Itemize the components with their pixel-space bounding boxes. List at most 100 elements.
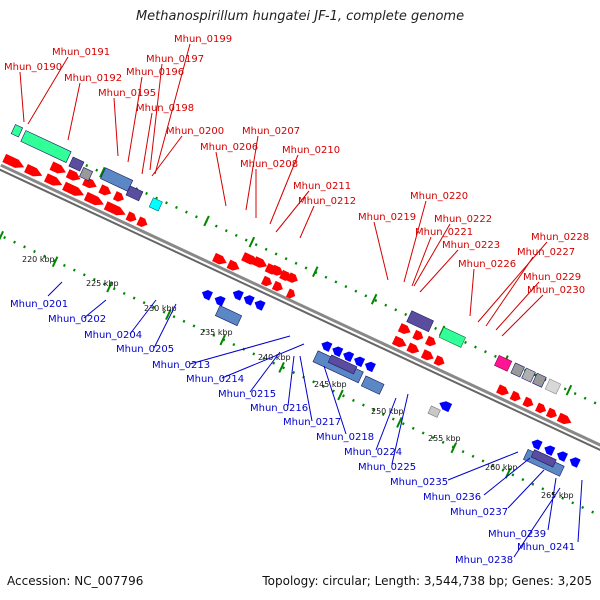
label-leader-top [495, 281, 540, 331]
gene-label-top: Mhun_0210 [282, 145, 340, 156]
kbp-tick-label: 255 kbp [428, 434, 461, 443]
reverse-gene [332, 346, 344, 357]
label-leader-top [413, 223, 451, 287]
gene-label-top: Mhun_0220 [410, 191, 468, 202]
gene-label-bottom: Mhun_0201 [10, 299, 68, 310]
label-leader-bottom [547, 477, 557, 531]
gene-box [438, 326, 466, 348]
gene-box [532, 372, 547, 388]
gene-box [148, 197, 163, 212]
forward-gene [420, 349, 434, 361]
label-leader-top [485, 256, 534, 327]
forward-gene [103, 201, 126, 216]
gene-label-top: Mhun_0191 [52, 47, 110, 58]
gene-label-top: Mhun_0196 [126, 67, 184, 78]
reverse-gene [343, 351, 355, 363]
major-tick [565, 384, 573, 396]
gene-box [68, 156, 85, 172]
gene-label-bottom: Mhun_0214 [186, 374, 244, 385]
forward-gene [433, 355, 445, 366]
label-leader-top [149, 63, 163, 171]
kbp-tick-label: 220 kbp [22, 255, 55, 264]
gene-box [20, 130, 72, 163]
kbp-tick-label: 230 kbp [144, 304, 177, 313]
gene-label-bottom: Mhun_0224 [344, 447, 402, 458]
forward-gene [270, 264, 284, 276]
label-leader-bottom [447, 451, 519, 481]
backbone-line [0, 163, 600, 447]
label-leader-bottom [577, 479, 583, 543]
kbp-tick-label: 235 kbp [200, 328, 233, 337]
gene-label-top: Mhun_0199 [174, 34, 232, 45]
gene-label-bottom: Mhun_0225 [358, 462, 416, 473]
gene-box [530, 449, 557, 468]
forward-gene [112, 191, 124, 202]
gene-label-top: Mhun_0208 [240, 159, 298, 170]
forward-gene [261, 275, 272, 287]
forward-gene [556, 412, 572, 425]
label-leader-top [419, 249, 459, 293]
label-leader-top [477, 241, 548, 323]
gene-label-bottom: Mhun_0238 [455, 555, 513, 566]
gene-label-bottom: Mhun_0215 [218, 389, 276, 400]
label-leader-top [27, 56, 69, 125]
label-leader-top [299, 205, 315, 239]
reverse-gene [214, 295, 226, 307]
major-tick [312, 266, 319, 278]
label-leader-top [154, 43, 191, 175]
label-leader-top [19, 71, 25, 123]
gene-label-bottom: Mhun_0204 [84, 330, 142, 341]
gene-label-top: Mhun_0198 [136, 103, 194, 114]
forward-gene [545, 407, 557, 419]
label-leader-bottom [153, 303, 177, 349]
major-tick [450, 442, 457, 454]
forward-gene [212, 252, 227, 265]
label-leader-bottom [323, 365, 347, 435]
gene-label-top: Mhun_0192 [64, 73, 122, 84]
major-tick [278, 362, 285, 373]
label-leader-bottom [391, 393, 409, 465]
gene-box [125, 185, 144, 202]
gene-label-top: Mhun_0206 [200, 142, 258, 153]
reverse-gene [544, 445, 556, 456]
kbp-tick-label: 260 kbp [485, 463, 518, 472]
gene-box [427, 405, 441, 418]
forward-gene [62, 181, 84, 196]
label-leader-top [127, 76, 143, 163]
label-leader-top [269, 154, 299, 225]
gene-label-bottom: Mhun_0241 [517, 542, 575, 553]
gene-label-bottom: Mhun_0217 [283, 417, 341, 428]
gene-box [10, 124, 24, 138]
gene-label-top: Mhun_0190 [4, 62, 62, 73]
reverse-gene [201, 290, 213, 301]
forward-gene [49, 161, 66, 174]
forward-gene [252, 256, 268, 268]
major-tick [219, 334, 226, 346]
label-leader-bottom [189, 335, 291, 365]
label-leader-bottom [83, 299, 107, 319]
reverse-gene [531, 439, 543, 451]
gene-box [327, 354, 358, 375]
gene-label-top: Mhun_0207 [242, 126, 300, 137]
gene-label-top: Mhun_0200 [166, 126, 224, 137]
forward-gene [285, 288, 296, 299]
gene-label-top: Mhun_0212 [298, 196, 356, 207]
reverse-gene [557, 451, 568, 462]
forward-gene [522, 396, 534, 408]
forward-gene [397, 323, 411, 335]
gene-label-top: Mhun_0226 [458, 259, 516, 270]
forward-gene [406, 342, 420, 354]
forward-gene [412, 329, 424, 341]
label-leader-top [141, 112, 153, 175]
gene-label-top: Mhun_0222 [434, 214, 492, 225]
reverse-gene [232, 290, 244, 301]
forward-gene [226, 259, 240, 271]
forward-gene [535, 402, 547, 414]
label-leader-top [373, 221, 389, 281]
reverse-gene [439, 401, 453, 413]
tick-track-bottom [0, 234, 600, 517]
gene-label-bottom: Mhun_0235 [390, 477, 448, 488]
forward-gene [391, 335, 407, 348]
gene-label-bottom: Mhun_0239 [488, 529, 546, 540]
